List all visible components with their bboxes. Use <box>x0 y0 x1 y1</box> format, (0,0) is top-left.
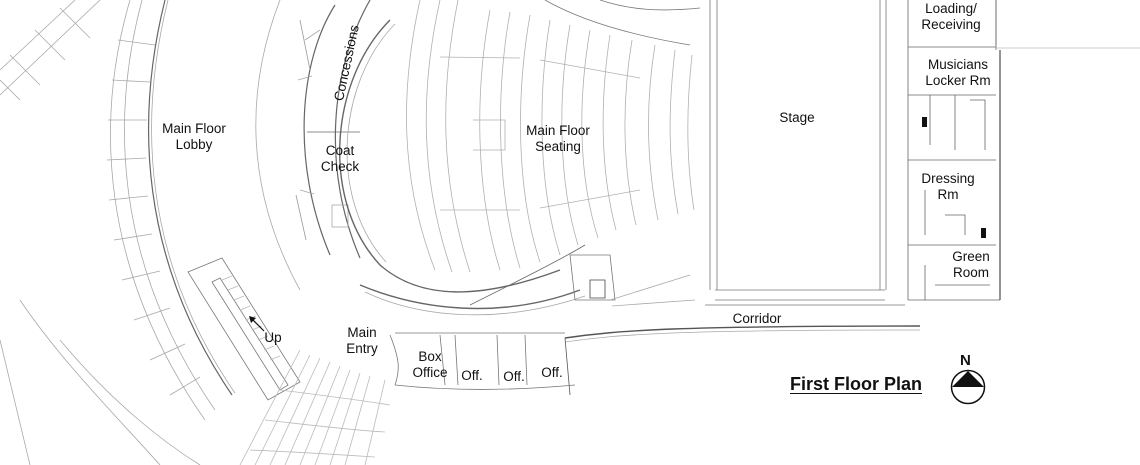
room-label-seating: Main Floor Seating <box>526 123 590 154</box>
room-label-dressing: Dressing Rm <box>921 171 975 202</box>
room-label-musicians: Musicians Locker Rm <box>925 57 991 88</box>
office-row <box>389 332 576 390</box>
room-label-coat-check: Coat Check <box>320 143 360 174</box>
entry-plaza <box>239 349 391 465</box>
arrow-up-left-icon <box>249 316 265 332</box>
room-label-lobby: Main Floor Lobby <box>162 121 226 152</box>
room-label-stage: Stage <box>779 110 815 125</box>
room-label-green-room: Green Room <box>952 249 990 280</box>
backstage-wing <box>907 0 1140 301</box>
stage-walls <box>705 0 905 306</box>
room-label-loading: Loading/ Receiving <box>921 1 981 32</box>
room-label-box-office: Box Office <box>412 349 448 380</box>
room-label-main-entry: Main Entry <box>346 325 378 356</box>
stair-up <box>187 257 301 401</box>
plan-title: First Floor Plan <box>790 374 923 394</box>
stair-up-label: Up <box>264 330 282 345</box>
room-label-corridor: Corridor <box>732 311 782 326</box>
room-label-office-1: Off. <box>461 368 483 383</box>
room-label-office-3: Off. <box>541 365 563 380</box>
north-arrow-icon <box>950 369 986 405</box>
north-label: N <box>960 352 971 369</box>
plaza-grid <box>0 0 101 101</box>
room-label-office-2: Off. <box>503 369 525 384</box>
